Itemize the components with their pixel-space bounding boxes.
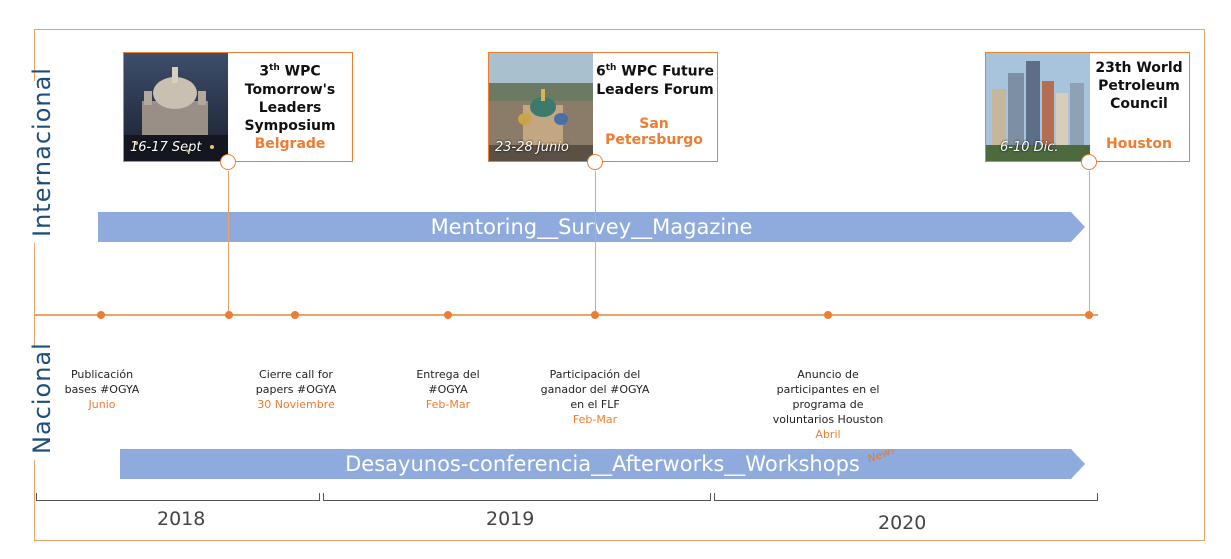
milestone-text: Entrega del #OGYA <box>416 368 480 396</box>
event-card-houston: 6-10 Dic. 23th World Petroleum Council H… <box>985 52 1190 162</box>
event-marker-houston <box>1081 154 1097 170</box>
milestone-anuncio: Anuncio de participantes en el programa … <box>766 367 890 442</box>
milestone-entrega: Entrega del #OGYA Feb-Mar <box>408 367 488 412</box>
event-date: 6-10 Dic. <box>1000 140 1059 155</box>
event-city: Houston <box>1106 136 1172 152</box>
event-title: 3th WPC Tomorrow's Leaders Symposium <box>244 63 336 134</box>
milestone-participacion: Participación del ganador del #OGYA en e… <box>540 367 650 427</box>
event-card-belgrade: 16-17 Sept 3th WPC Tomorrow's Leaders Sy… <box>123 52 353 162</box>
axis-tick <box>591 311 599 319</box>
axis-tick <box>824 311 832 319</box>
san-petersburgo-church-photo <box>489 53 593 161</box>
year-label-2018: 2018 <box>157 508 206 530</box>
event-city: San Petersburgo <box>605 116 703 148</box>
event-city: Belgrade <box>254 136 326 152</box>
event-marker-belgrade <box>220 154 236 170</box>
national-programs-arrow: Desayunos-conferencia__Afterworks__Works… <box>120 449 1085 479</box>
connector-houston <box>1089 171 1090 315</box>
international-programs-arrow: Mentoring__Survey__Magazine <box>98 212 1085 242</box>
connector-belgrade <box>228 171 229 315</box>
year-label-2019: 2019 <box>486 508 535 530</box>
year-bracket-2020 <box>714 493 1098 501</box>
milestone-text: Publicación bases #OGYA <box>64 368 140 396</box>
national-programs-label: Desayunos-conferencia__Afterworks__Works… <box>345 443 898 476</box>
milestone-cierre-call: Cierre call for papers #OGYA 30 Noviembr… <box>248 367 344 412</box>
axis-tick <box>97 311 105 319</box>
event-title: 6th WPC Future Leaders Forum <box>595 63 715 98</box>
belgrade-cathedral-photo <box>124 53 228 161</box>
milestone-publicacion: Publicación bases #OGYA Junio <box>56 367 148 412</box>
axis-tick <box>225 311 233 319</box>
milestone-date: 30 Noviembre <box>257 398 335 411</box>
national-label: Nacional <box>28 342 56 460</box>
milestone-date: Abril <box>815 428 841 441</box>
axis-tick <box>444 311 452 319</box>
event-title: 23th World Petroleum Council <box>1095 60 1183 112</box>
axis-tick <box>1085 311 1093 319</box>
year-label-2020: 2020 <box>878 512 927 534</box>
event-date: 16-17 Sept <box>130 140 202 155</box>
axis-tick <box>291 311 299 319</box>
event-marker-san-petersburgo <box>587 154 603 170</box>
event-date: 23-28 Junio <box>495 140 569 155</box>
milestone-text: Participación del ganador del #OGYA en e… <box>540 368 650 411</box>
milestone-date: Feb-Mar <box>425 398 471 411</box>
milestone-text: Cierre call for papers #OGYA <box>255 368 337 396</box>
houston-skyline-photo <box>986 53 1090 161</box>
international-label: Internacional <box>28 67 56 243</box>
year-bracket-2018 <box>36 493 320 501</box>
year-bracket-2019 <box>323 493 711 501</box>
milestone-text: Anuncio de participantes en el programa … <box>772 368 884 426</box>
connector-san-petersburgo <box>595 171 596 315</box>
milestone-date: Feb-Mar <box>572 413 618 426</box>
timeline-axis <box>34 314 1098 316</box>
international-programs-label: Mentoring__Survey__Magazine <box>430 215 753 239</box>
milestone-date: Junio <box>88 398 116 411</box>
event-card-san-petersburgo: 23-28 Junio 6th WPC Future Leaders Forum… <box>488 52 718 162</box>
